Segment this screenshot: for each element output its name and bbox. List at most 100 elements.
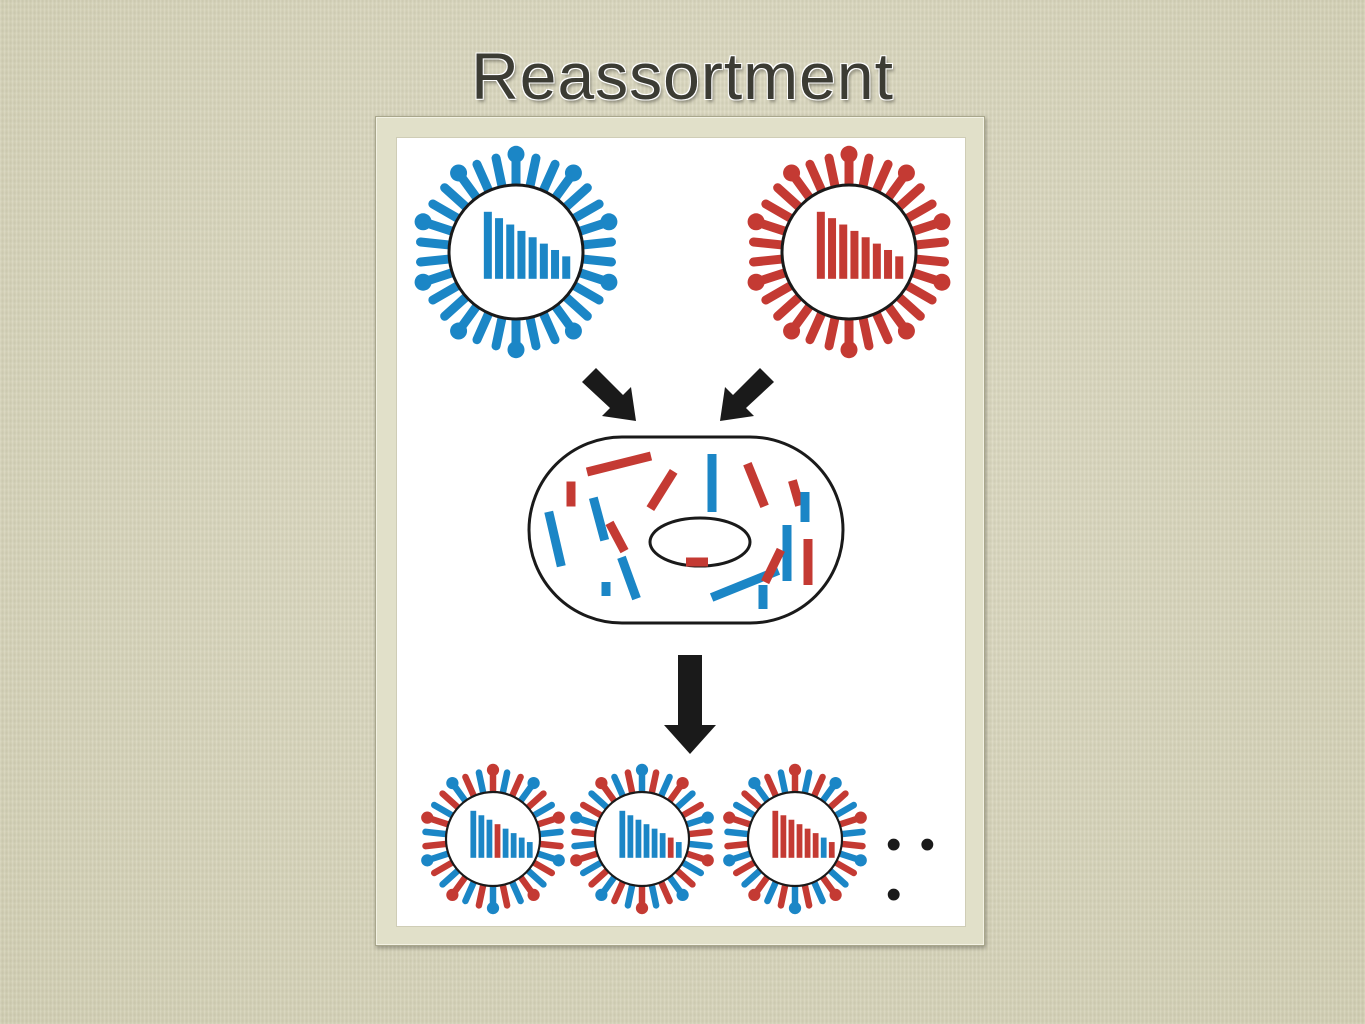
rna-segment (486, 819, 493, 858)
rna-segment (780, 815, 787, 858)
virus-spike (422, 828, 452, 838)
virus-spike-knob (570, 811, 583, 824)
rna-segment (804, 828, 811, 858)
virus-spike-knob (701, 811, 714, 824)
virus-spike-knob (676, 776, 689, 790)
virus-spike-knob (527, 776, 540, 790)
virus-spike (909, 237, 949, 250)
virus-spike-knob (788, 901, 802, 915)
host-cell-membrane (527, 435, 845, 625)
virus-spike-knob (527, 888, 540, 902)
virus-spike (499, 769, 511, 799)
virus-spike-knob (748, 888, 761, 902)
arrow-right-icon (720, 368, 774, 421)
virus-spike (416, 237, 456, 250)
virus-spike (870, 159, 893, 198)
free-rna-segment (588, 496, 610, 542)
rna-segment (839, 224, 848, 279)
virus-spike (422, 840, 452, 850)
rna-segment (506, 224, 515, 279)
rna-segment (619, 810, 626, 858)
virus-spike (579, 858, 607, 877)
figure-frame: • • • (375, 116, 985, 946)
virus-spike (648, 769, 660, 799)
virus-spike (571, 828, 601, 838)
free-rna-segment (743, 461, 769, 509)
free-rna-segment (707, 454, 717, 512)
virus-spike-knob (676, 888, 689, 902)
virus-spike (472, 306, 495, 345)
virus-spike (579, 801, 607, 820)
virus-spike-knob (829, 776, 842, 790)
rna-segment (828, 842, 835, 858)
virus-spike (749, 254, 789, 267)
virus-spike-knob (897, 322, 915, 340)
free-rna-segment (782, 525, 792, 581)
rna-segment (812, 833, 819, 858)
virus-spike-knob (829, 888, 842, 902)
virus-spike (534, 840, 564, 850)
arrow-left-icon (582, 368, 636, 421)
virus-spike (534, 828, 564, 838)
rna-segment (627, 815, 634, 858)
virus-spike (430, 801, 458, 820)
rna-segment (478, 815, 485, 858)
virus-envelope (447, 183, 585, 321)
free-rna-segment (788, 479, 804, 507)
virus-spike (836, 840, 866, 850)
arrow-down-icon (664, 655, 716, 754)
free-rna-segment (803, 539, 813, 585)
virus-spike (657, 876, 673, 905)
virus-spike (677, 801, 705, 820)
virus-spike (773, 183, 806, 214)
virus-spike (801, 769, 813, 799)
virus-spike (508, 876, 524, 905)
virus-spike (805, 306, 828, 345)
virus-spike-knob (446, 888, 459, 902)
virus-spike-knob (897, 164, 915, 182)
virus-spike-knob (933, 213, 951, 231)
virus-spike (892, 183, 925, 214)
rna-segment (643, 824, 650, 858)
free-rna-segment (758, 585, 768, 609)
virus-spike-knob (748, 776, 761, 790)
rna-segment (526, 842, 533, 858)
virus-spike (805, 159, 828, 198)
virus-spike (588, 865, 612, 888)
rna-segment (502, 828, 509, 858)
virus-spike (741, 865, 765, 888)
virus-spike (657, 773, 673, 802)
ellipsis: • • • (886, 820, 939, 919)
virus-spike (677, 858, 705, 877)
free-rna-segment (566, 481, 576, 507)
virus-envelope (444, 790, 542, 888)
rna-segment (788, 819, 795, 858)
virus-spike (428, 199, 465, 224)
virus-spike (858, 153, 874, 193)
virus-spike-knob (450, 164, 468, 182)
virus-spike (624, 769, 636, 799)
rna-segment (494, 824, 501, 858)
virus-spike (430, 858, 458, 877)
virus-spike (491, 153, 507, 193)
rna-segment (796, 824, 803, 858)
virus-spike-knob (701, 854, 714, 867)
parent-viruses (414, 145, 951, 359)
rna-segment (539, 243, 548, 279)
free-rna-segment (761, 547, 785, 585)
virus-spike (611, 773, 627, 802)
free-rna-segment (544, 510, 566, 568)
virus-spike (732, 858, 760, 877)
rna-segment (850, 230, 859, 279)
virus-spike-knob (783, 322, 801, 340)
virus-spike (870, 306, 893, 345)
virus-spike (439, 865, 463, 888)
virus-spike-knob (840, 145, 858, 163)
rna-segment (517, 230, 526, 279)
rna-segment (820, 837, 827, 858)
rna-segment (518, 837, 525, 858)
rna-segment (510, 833, 517, 858)
virus-spike (648, 879, 660, 909)
virus-spike (825, 865, 849, 888)
rna-segment (528, 237, 537, 279)
